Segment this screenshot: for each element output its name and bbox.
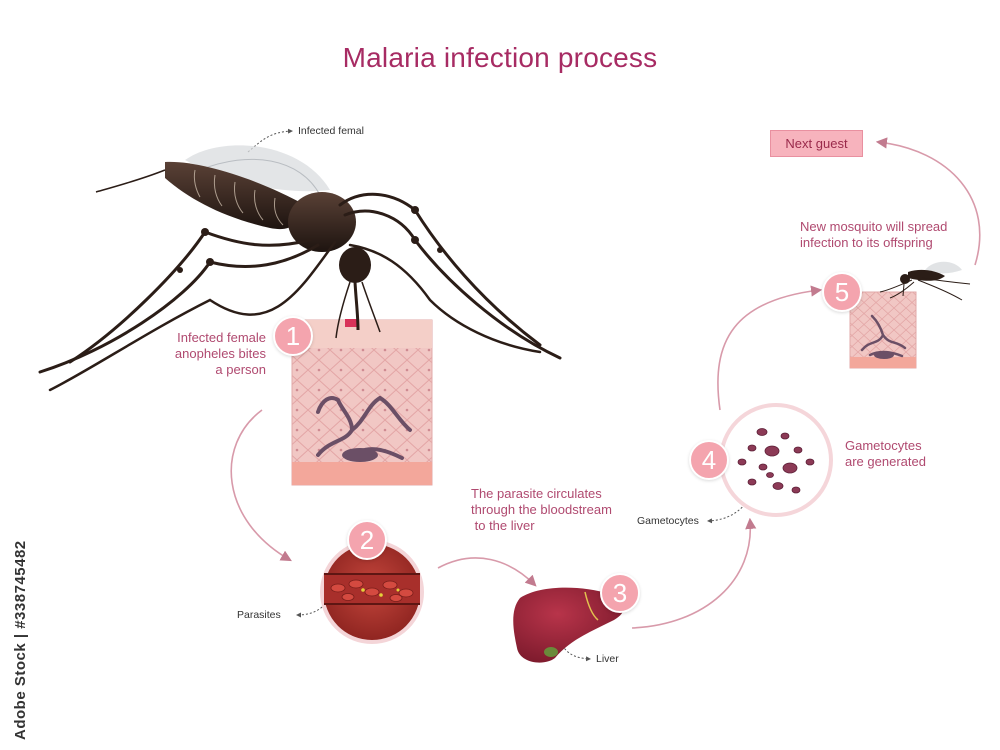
label-gametocytes: Gametocytes xyxy=(637,515,699,527)
step1-caption: Infected female anopheles bites a person xyxy=(160,330,266,378)
step3-caption: The parasite circulates through the bloo… xyxy=(471,486,612,534)
step4-caption-line-1: Gametocytes xyxy=(845,438,922,453)
arrow-step2-to-step3 xyxy=(437,557,537,587)
step-badge-5: 5 xyxy=(822,272,862,312)
step1-caption-line-1: Infected female xyxy=(177,330,266,345)
step4-caption: Gametocytes are generated xyxy=(845,438,926,470)
step1-caption-line-2: anopheles bites xyxy=(174,346,266,361)
gametocytes-circle xyxy=(719,403,833,517)
step5-caption-line-1: New mosquito will spread xyxy=(800,219,948,234)
step-badge-2: 2 xyxy=(347,520,387,560)
arrow-step1-to-step2 xyxy=(230,409,292,562)
step-badge-4: 4 xyxy=(689,440,729,480)
step3-caption-line-1: The parasite circulates xyxy=(471,486,602,501)
step-badge-1: 1 xyxy=(273,316,313,356)
blood-vessel-circle xyxy=(320,540,424,644)
arrow-step5-to-next-guest xyxy=(875,137,981,266)
step1-caption-line-3: a person xyxy=(215,362,266,377)
diagram-title: Malaria infection process xyxy=(342,42,658,73)
arrow-step4-to-step5 xyxy=(717,285,823,411)
step3-caption-line-3: to the liver xyxy=(471,518,535,533)
mosquito-large xyxy=(38,145,562,392)
cycle-arrows xyxy=(230,137,981,629)
skin-section-1 xyxy=(291,319,433,486)
step4-caption-line-2: are generated xyxy=(845,454,926,469)
skin-section-5 xyxy=(849,291,917,369)
step5-caption-line-2: infection to its offspring xyxy=(800,235,933,250)
leader-liver xyxy=(559,641,591,662)
label-infected-female: Infected femal xyxy=(298,125,364,137)
next-guest-box: Next guest xyxy=(770,130,863,157)
stock-watermark-id: Adobe Stock | #338745482 xyxy=(12,540,29,740)
label-liver: Liver xyxy=(596,653,619,665)
liver-illustration xyxy=(513,587,625,663)
step-badge-3: 3 xyxy=(600,573,640,613)
arrow-step3-to-step4 xyxy=(631,517,757,629)
step3-caption-line-2: through the bloodstream xyxy=(471,502,612,517)
label-parasites: Parasites xyxy=(237,609,281,621)
mosquito-small xyxy=(879,261,971,301)
step5-caption: New mosquito will spread infection to it… xyxy=(800,219,947,251)
